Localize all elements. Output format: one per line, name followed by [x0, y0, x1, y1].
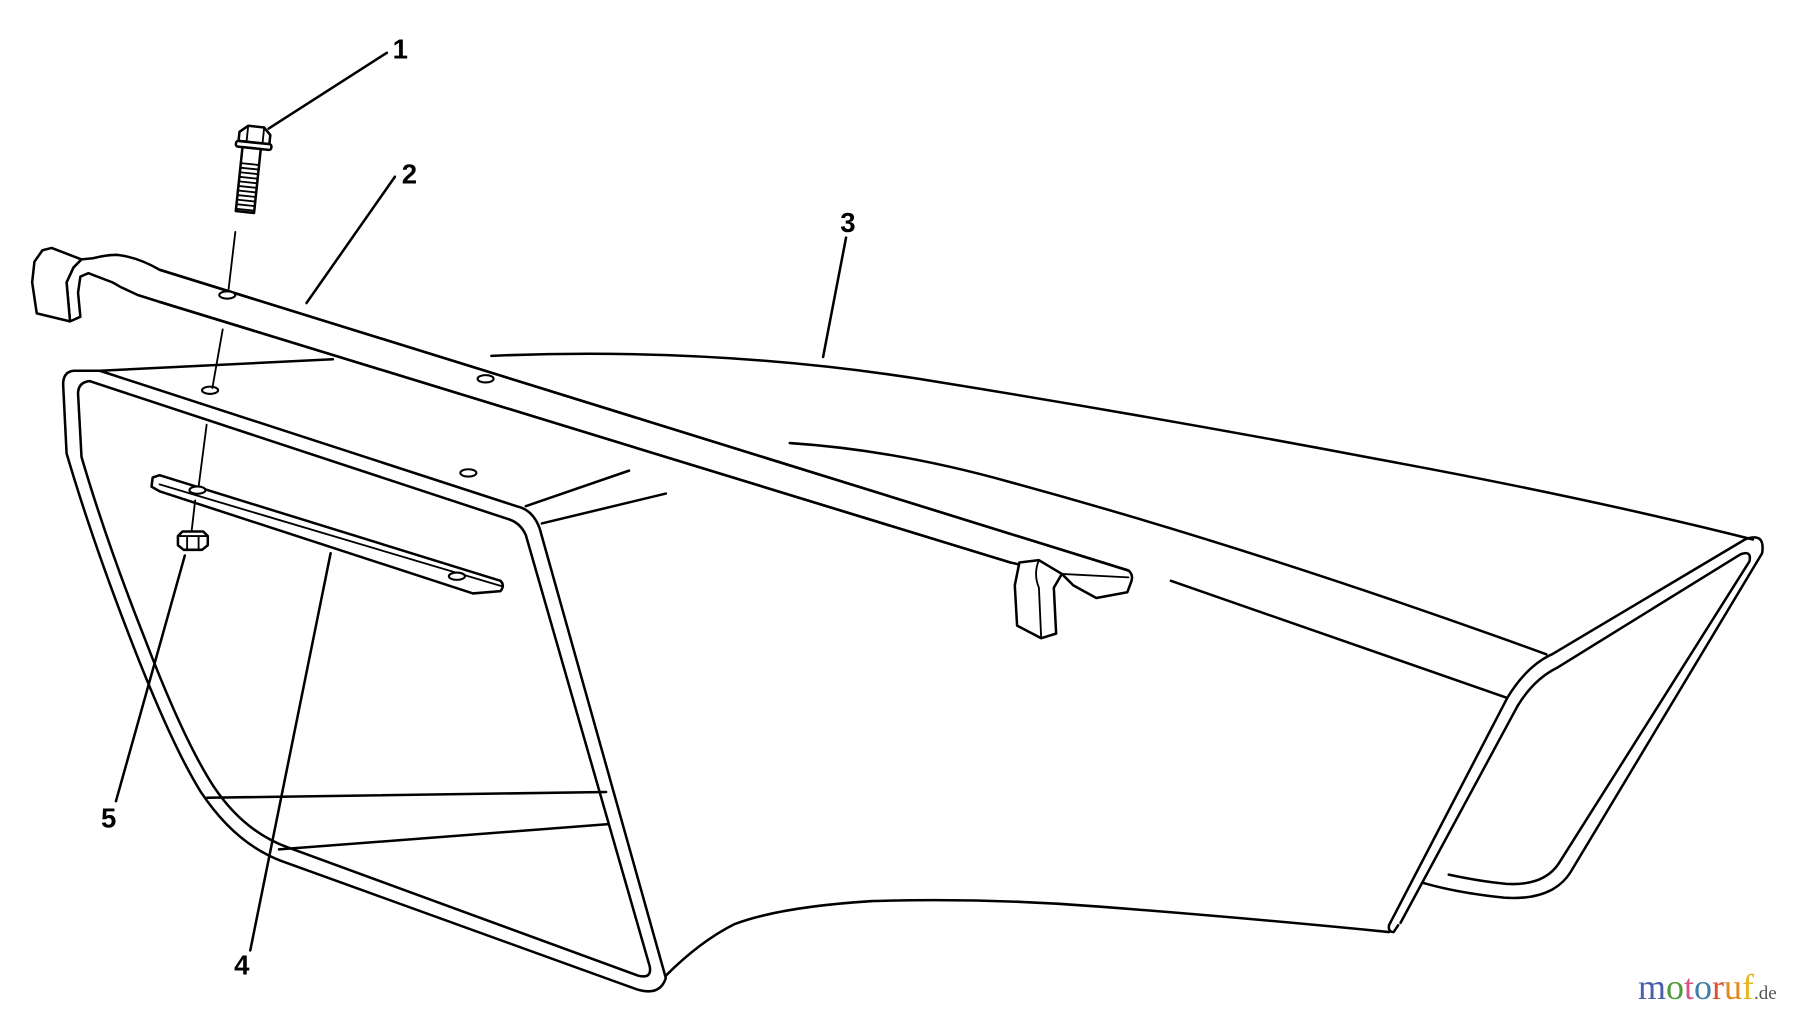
watermark-letter: r	[1712, 967, 1725, 1007]
watermark-tld: .de	[1754, 983, 1777, 1004]
nut	[176, 530, 210, 552]
watermark-letter: t	[1684, 967, 1695, 1007]
watermark-letter: u	[1724, 967, 1743, 1007]
frame-hole	[459, 468, 478, 478]
watermark-letter: m	[1638, 967, 1667, 1007]
leader-1	[267, 51, 389, 130]
strap-hole	[447, 571, 466, 581]
discharge-chute	[98, 352, 1755, 977]
frame-hole	[201, 385, 220, 395]
leader-5	[114, 554, 187, 803]
hinge-bar	[30, 246, 1134, 640]
callout-5: 5	[101, 803, 116, 834]
callout-4: 4	[234, 950, 250, 981]
watermark-logo: motoruf.de	[1638, 966, 1777, 1008]
callout-2: 2	[402, 159, 417, 190]
callout-1: 1	[393, 34, 408, 65]
leader-4	[248, 552, 332, 952]
watermark-letter: o	[1666, 967, 1685, 1007]
bar-hole	[218, 290, 237, 300]
chute-outlet-frame	[1387, 536, 1764, 934]
strap	[150, 473, 505, 595]
bar-hole	[476, 374, 495, 384]
chute-inlet-frame	[61, 369, 668, 993]
strap-hole	[188, 485, 207, 495]
leader-2	[305, 175, 397, 305]
leader-3	[821, 236, 848, 359]
assembly-centerlines	[190, 230, 237, 532]
bolt	[234, 124, 273, 215]
watermark-letter: o	[1694, 967, 1713, 1007]
callout-3: 3	[840, 207, 855, 238]
callout-leaders	[114, 51, 848, 952]
watermark-letter: f	[1742, 967, 1755, 1007]
